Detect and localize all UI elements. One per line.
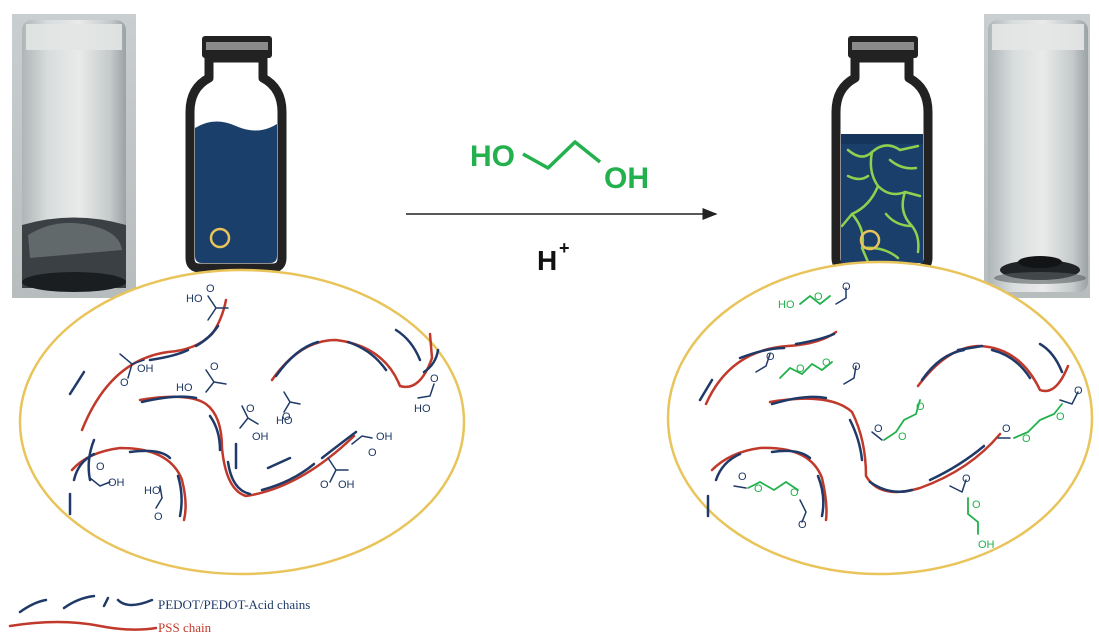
svg-text:O: O <box>1074 385 1083 397</box>
photo-left-jar <box>12 14 136 298</box>
svg-text:HO: HO <box>414 403 431 415</box>
svg-text:HO: HO <box>186 293 203 305</box>
legend-pss-label: PSS chain <box>158 620 212 635</box>
vial-icon-left <box>185 36 287 273</box>
svg-text:OH: OH <box>978 539 995 551</box>
svg-text:O: O <box>206 283 215 295</box>
reagent-left-group: HO <box>470 140 515 173</box>
legend: PEDOT/PEDOT-Acid chains PSS chain <box>8 594 310 635</box>
ethylene-glycol-structure: HO OH <box>470 140 649 195</box>
svg-text:O: O <box>766 351 775 363</box>
svg-text:O: O <box>1022 433 1031 445</box>
svg-text:OH: OH <box>252 431 269 443</box>
svg-text:O: O <box>822 357 831 369</box>
svg-text:O: O <box>798 519 807 531</box>
svg-text:O: O <box>874 423 883 435</box>
svg-text:OH: OH <box>338 479 355 491</box>
svg-text:HO: HO <box>778 299 795 311</box>
svg-text:O: O <box>96 461 105 473</box>
svg-text:O: O <box>1002 423 1011 435</box>
legend-pedot-swatch <box>18 594 154 614</box>
gel-network <box>840 144 922 264</box>
svg-text:O: O <box>852 361 861 373</box>
svg-text:O: O <box>430 373 439 385</box>
svg-text:O: O <box>738 471 747 483</box>
svg-text:O: O <box>814 291 823 303</box>
svg-text:O: O <box>368 447 377 459</box>
svg-text:O: O <box>754 483 763 495</box>
svg-text:OH: OH <box>376 431 393 443</box>
svg-text:+: + <box>559 238 570 258</box>
zoom-ellipse-right <box>666 260 1094 576</box>
svg-text:O: O <box>282 411 291 423</box>
svg-text:HO: HO <box>144 485 161 497</box>
svg-text:OH: OH <box>137 363 154 375</box>
svg-text:O: O <box>210 361 219 373</box>
svg-text:O: O <box>1056 411 1065 423</box>
reagent-right-group: OH <box>604 162 649 195</box>
svg-text:O: O <box>972 499 981 511</box>
svg-text:O: O <box>154 511 163 523</box>
catalyst-label: H + <box>537 238 570 276</box>
polymer-chains-left: HO OH HO OH HO OH OH OH HO O O O O O O O O O O… <box>68 283 440 523</box>
svg-text:HO: HO <box>176 382 193 394</box>
svg-text:O: O <box>796 363 805 375</box>
svg-text:OH: OH <box>108 477 125 489</box>
svg-text:O: O <box>916 401 925 413</box>
svg-text:HO: HO <box>276 415 293 427</box>
svg-text:O: O <box>320 479 329 491</box>
legend-pss-swatch <box>8 620 158 631</box>
svg-text:O: O <box>790 487 799 499</box>
vial-icon-right <box>831 36 933 273</box>
svg-text:O: O <box>962 473 971 485</box>
svg-text:O: O <box>120 377 129 389</box>
photo-right-jar <box>984 14 1090 298</box>
svg-text:O: O <box>898 431 907 443</box>
svg-text:O: O <box>842 281 851 293</box>
svg-text:H: H <box>537 245 557 276</box>
svg-text:O: O <box>246 403 255 415</box>
zoom-ellipse-left <box>18 268 466 576</box>
legend-pedot-label: PEDOT/PEDOT-Acid chains <box>158 597 310 612</box>
